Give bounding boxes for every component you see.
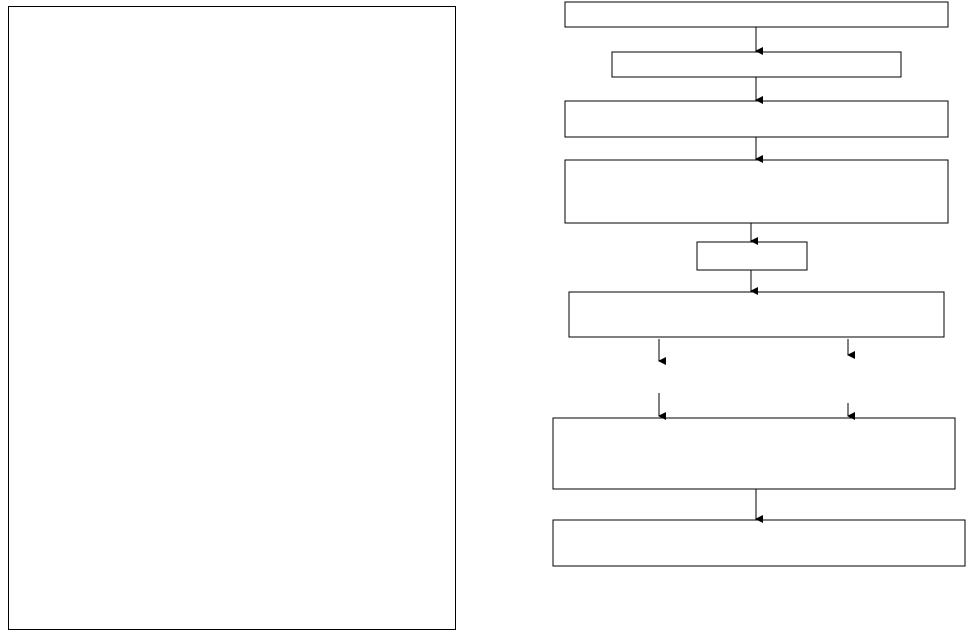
flow-box-1 bbox=[564, 1, 949, 28]
flow-box-4 bbox=[564, 159, 949, 224]
flow-box-5 bbox=[696, 241, 808, 271]
flow-box-2 bbox=[611, 51, 902, 78]
flow-box-6 bbox=[568, 291, 945, 338]
flow-box-7 bbox=[552, 417, 956, 490]
left-panel bbox=[8, 6, 456, 630]
flow-box-8 bbox=[552, 519, 966, 567]
flow-box-3 bbox=[564, 100, 949, 138]
